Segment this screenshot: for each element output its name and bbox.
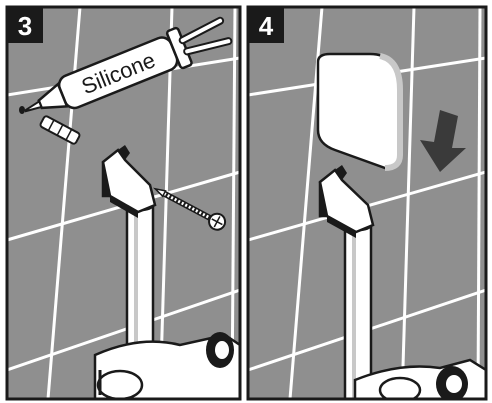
step-badge-3: 3 bbox=[7, 7, 43, 43]
mixer-body-4 bbox=[353, 358, 486, 399]
wall-plug bbox=[39, 115, 81, 145]
silicone-tube: Silicone bbox=[24, 16, 233, 113]
wall-bracket-4 bbox=[318, 165, 375, 238]
grout-lines-right bbox=[248, 7, 486, 399]
silicone-drop bbox=[19, 106, 25, 114]
cover-cap bbox=[316, 52, 403, 171]
down-arrow-icon bbox=[420, 110, 466, 172]
step-number-3: 3 bbox=[18, 11, 32, 41]
panel-step-4 bbox=[248, 7, 486, 399]
step-badge-4: 4 bbox=[248, 7, 284, 43]
panel-step-3: Silicone bbox=[7, 7, 240, 399]
step-number-4: 4 bbox=[259, 11, 274, 41]
mixer-body bbox=[93, 332, 240, 399]
riser-pipe-4 bbox=[343, 218, 373, 399]
panel-frame-4 bbox=[246, 5, 488, 401]
screw bbox=[152, 187, 227, 231]
panel-frame-3 bbox=[5, 5, 242, 401]
wall-bracket bbox=[101, 145, 157, 218]
